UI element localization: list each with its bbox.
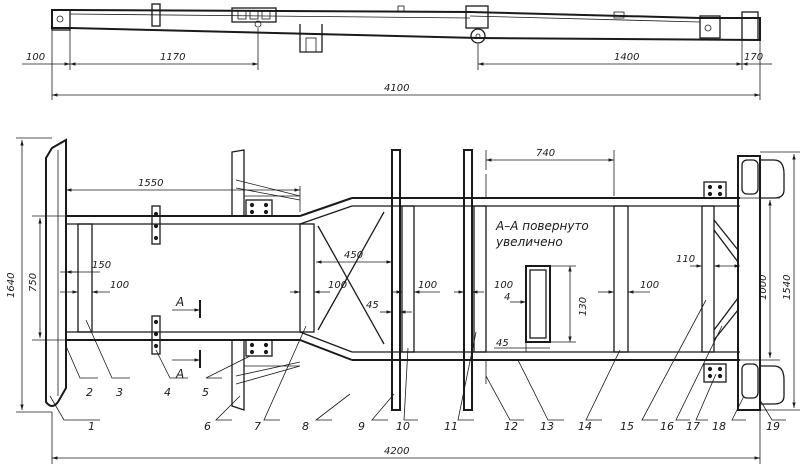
- dim-45-b: 45: [496, 338, 509, 349]
- dim-1550: 1550: [138, 178, 163, 189]
- dim-1540: 1540: [782, 275, 793, 300]
- callout-10: 10: [396, 420, 410, 433]
- callout-11: 11: [444, 420, 458, 433]
- section-mark-a-bottom: А: [175, 367, 184, 381]
- callout-6: 6: [204, 420, 211, 433]
- dim-100-d: 100: [494, 280, 513, 291]
- section-mark-a-top: А: [175, 295, 184, 309]
- callout-18: 18: [712, 420, 726, 433]
- dim-170-side: 170: [744, 52, 763, 63]
- callout-9: 9: [358, 420, 365, 433]
- section-note-line2: увеличено: [495, 235, 563, 249]
- dim-1000: 1000: [758, 275, 769, 300]
- dim-750: 750: [28, 273, 39, 292]
- dim-100-c: 100: [418, 280, 437, 291]
- callout-8: 8: [302, 420, 309, 433]
- dim-110: 110: [676, 254, 695, 265]
- callout-12: 12: [504, 420, 518, 433]
- dim-100-side: 100: [26, 52, 45, 63]
- dim-4: 4: [504, 292, 510, 303]
- callout-5: 5: [202, 386, 209, 399]
- callout-17: 17: [686, 420, 700, 433]
- callout-1: 1: [88, 420, 95, 433]
- dim-1400: 1400: [614, 52, 639, 63]
- dim-100-a: 100: [110, 280, 129, 291]
- callout-4: 4: [164, 386, 171, 399]
- callout-16: 16: [660, 420, 674, 433]
- callout-15: 15: [620, 420, 634, 433]
- plan-view: [16, 137, 800, 464]
- dim-150: 150: [92, 260, 111, 271]
- callout-13: 13: [540, 420, 554, 433]
- callout-7: 7: [254, 420, 261, 433]
- dim-1170: 1170: [160, 52, 185, 63]
- section-note-line1: А–А повернуто: [495, 219, 589, 233]
- dim-4100: 4100: [384, 83, 409, 94]
- callout-14: 14: [578, 420, 592, 433]
- callout-3: 3: [116, 386, 123, 399]
- dim-100-e: 100: [640, 280, 659, 291]
- dim-4200: 4200: [384, 446, 409, 457]
- dim-450: 450: [344, 250, 363, 261]
- dim-100-b: 100: [328, 280, 347, 291]
- dim-740: 740: [536, 148, 555, 159]
- side-view: [22, 3, 772, 100]
- callout-2: 2: [86, 386, 93, 399]
- dim-45-a: 45: [366, 300, 379, 311]
- dim-1640: 1640: [6, 273, 17, 298]
- dim-130: 130: [578, 297, 589, 316]
- callout-19: 19: [766, 420, 780, 433]
